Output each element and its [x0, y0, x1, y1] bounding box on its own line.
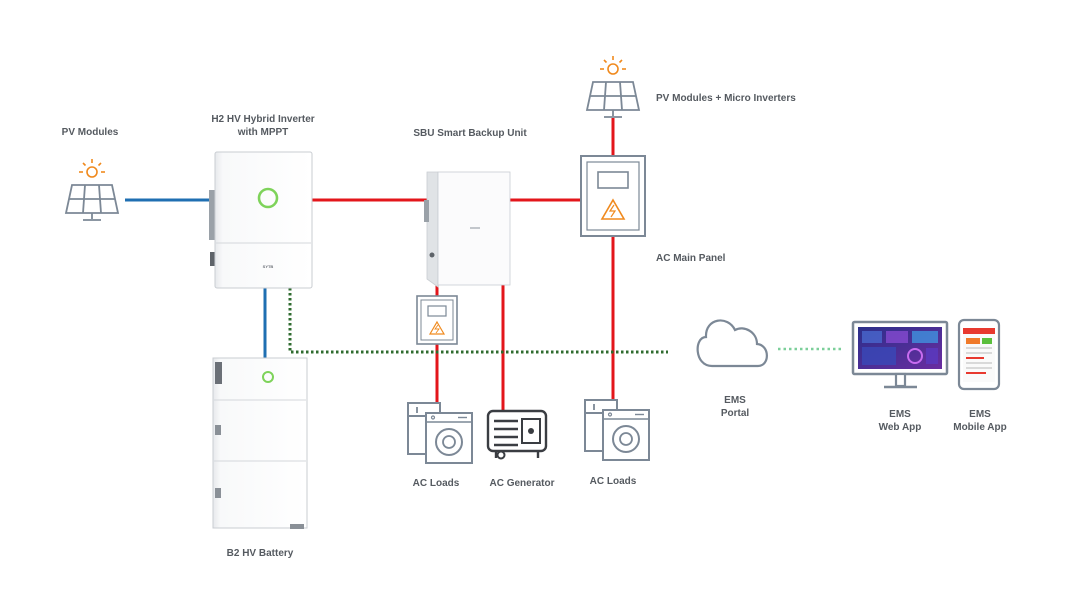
- ac-generator-label: AC Generator: [489, 478, 555, 489]
- monitor-icon: [851, 320, 949, 389]
- pv-modules-label: PV Modules: [61, 127, 119, 138]
- inverter-label-line2: with MPPT: [237, 127, 289, 138]
- ems-mobile-label-line1: EMS: [969, 409, 991, 420]
- cloud-icon: [696, 319, 768, 368]
- ems-web-label-line2: Web App: [878, 422, 922, 433]
- battery-label: B2 HV Battery: [226, 548, 294, 559]
- hv-battery: [212, 357, 308, 529]
- ems-mobile-label-line2: Mobile App: [953, 422, 1007, 433]
- inverter-brand-mark: SYTB: [263, 264, 274, 269]
- hybrid-inverter: SYTB: [209, 151, 313, 289]
- inverter-label-line1: H2 HV Hybrid Inverter: [211, 114, 315, 125]
- ems-portal-label-line1: EMS: [724, 395, 746, 406]
- solar-panel-icon: [64, 159, 120, 221]
- sbu-label: SBU Smart Backup Unit: [413, 128, 527, 139]
- electrical-panel-icon: [416, 295, 458, 345]
- electrical-panel-icon: [580, 155, 646, 237]
- sbu-device: [424, 171, 511, 288]
- ac-loads-label-right: AC Loads: [589, 476, 637, 487]
- ems-portal-label-line2: Portal: [720, 408, 750, 419]
- washer-fridge-icon: [584, 399, 650, 461]
- ems-web-label-line1: EMS: [889, 409, 911, 420]
- solar-panel-icon: [585, 56, 641, 118]
- generator-icon: [486, 409, 548, 460]
- phone-icon: [957, 318, 1001, 391]
- pv-micro-label: PV Modules + Micro Inverters: [656, 93, 796, 104]
- ac-loads-label-left: AC Loads: [412, 478, 460, 489]
- connections: [125, 118, 844, 410]
- comm-line: [288, 288, 668, 354]
- washer-fridge-icon: [407, 402, 473, 464]
- ac-main-panel-label: AC Main Panel: [656, 253, 726, 264]
